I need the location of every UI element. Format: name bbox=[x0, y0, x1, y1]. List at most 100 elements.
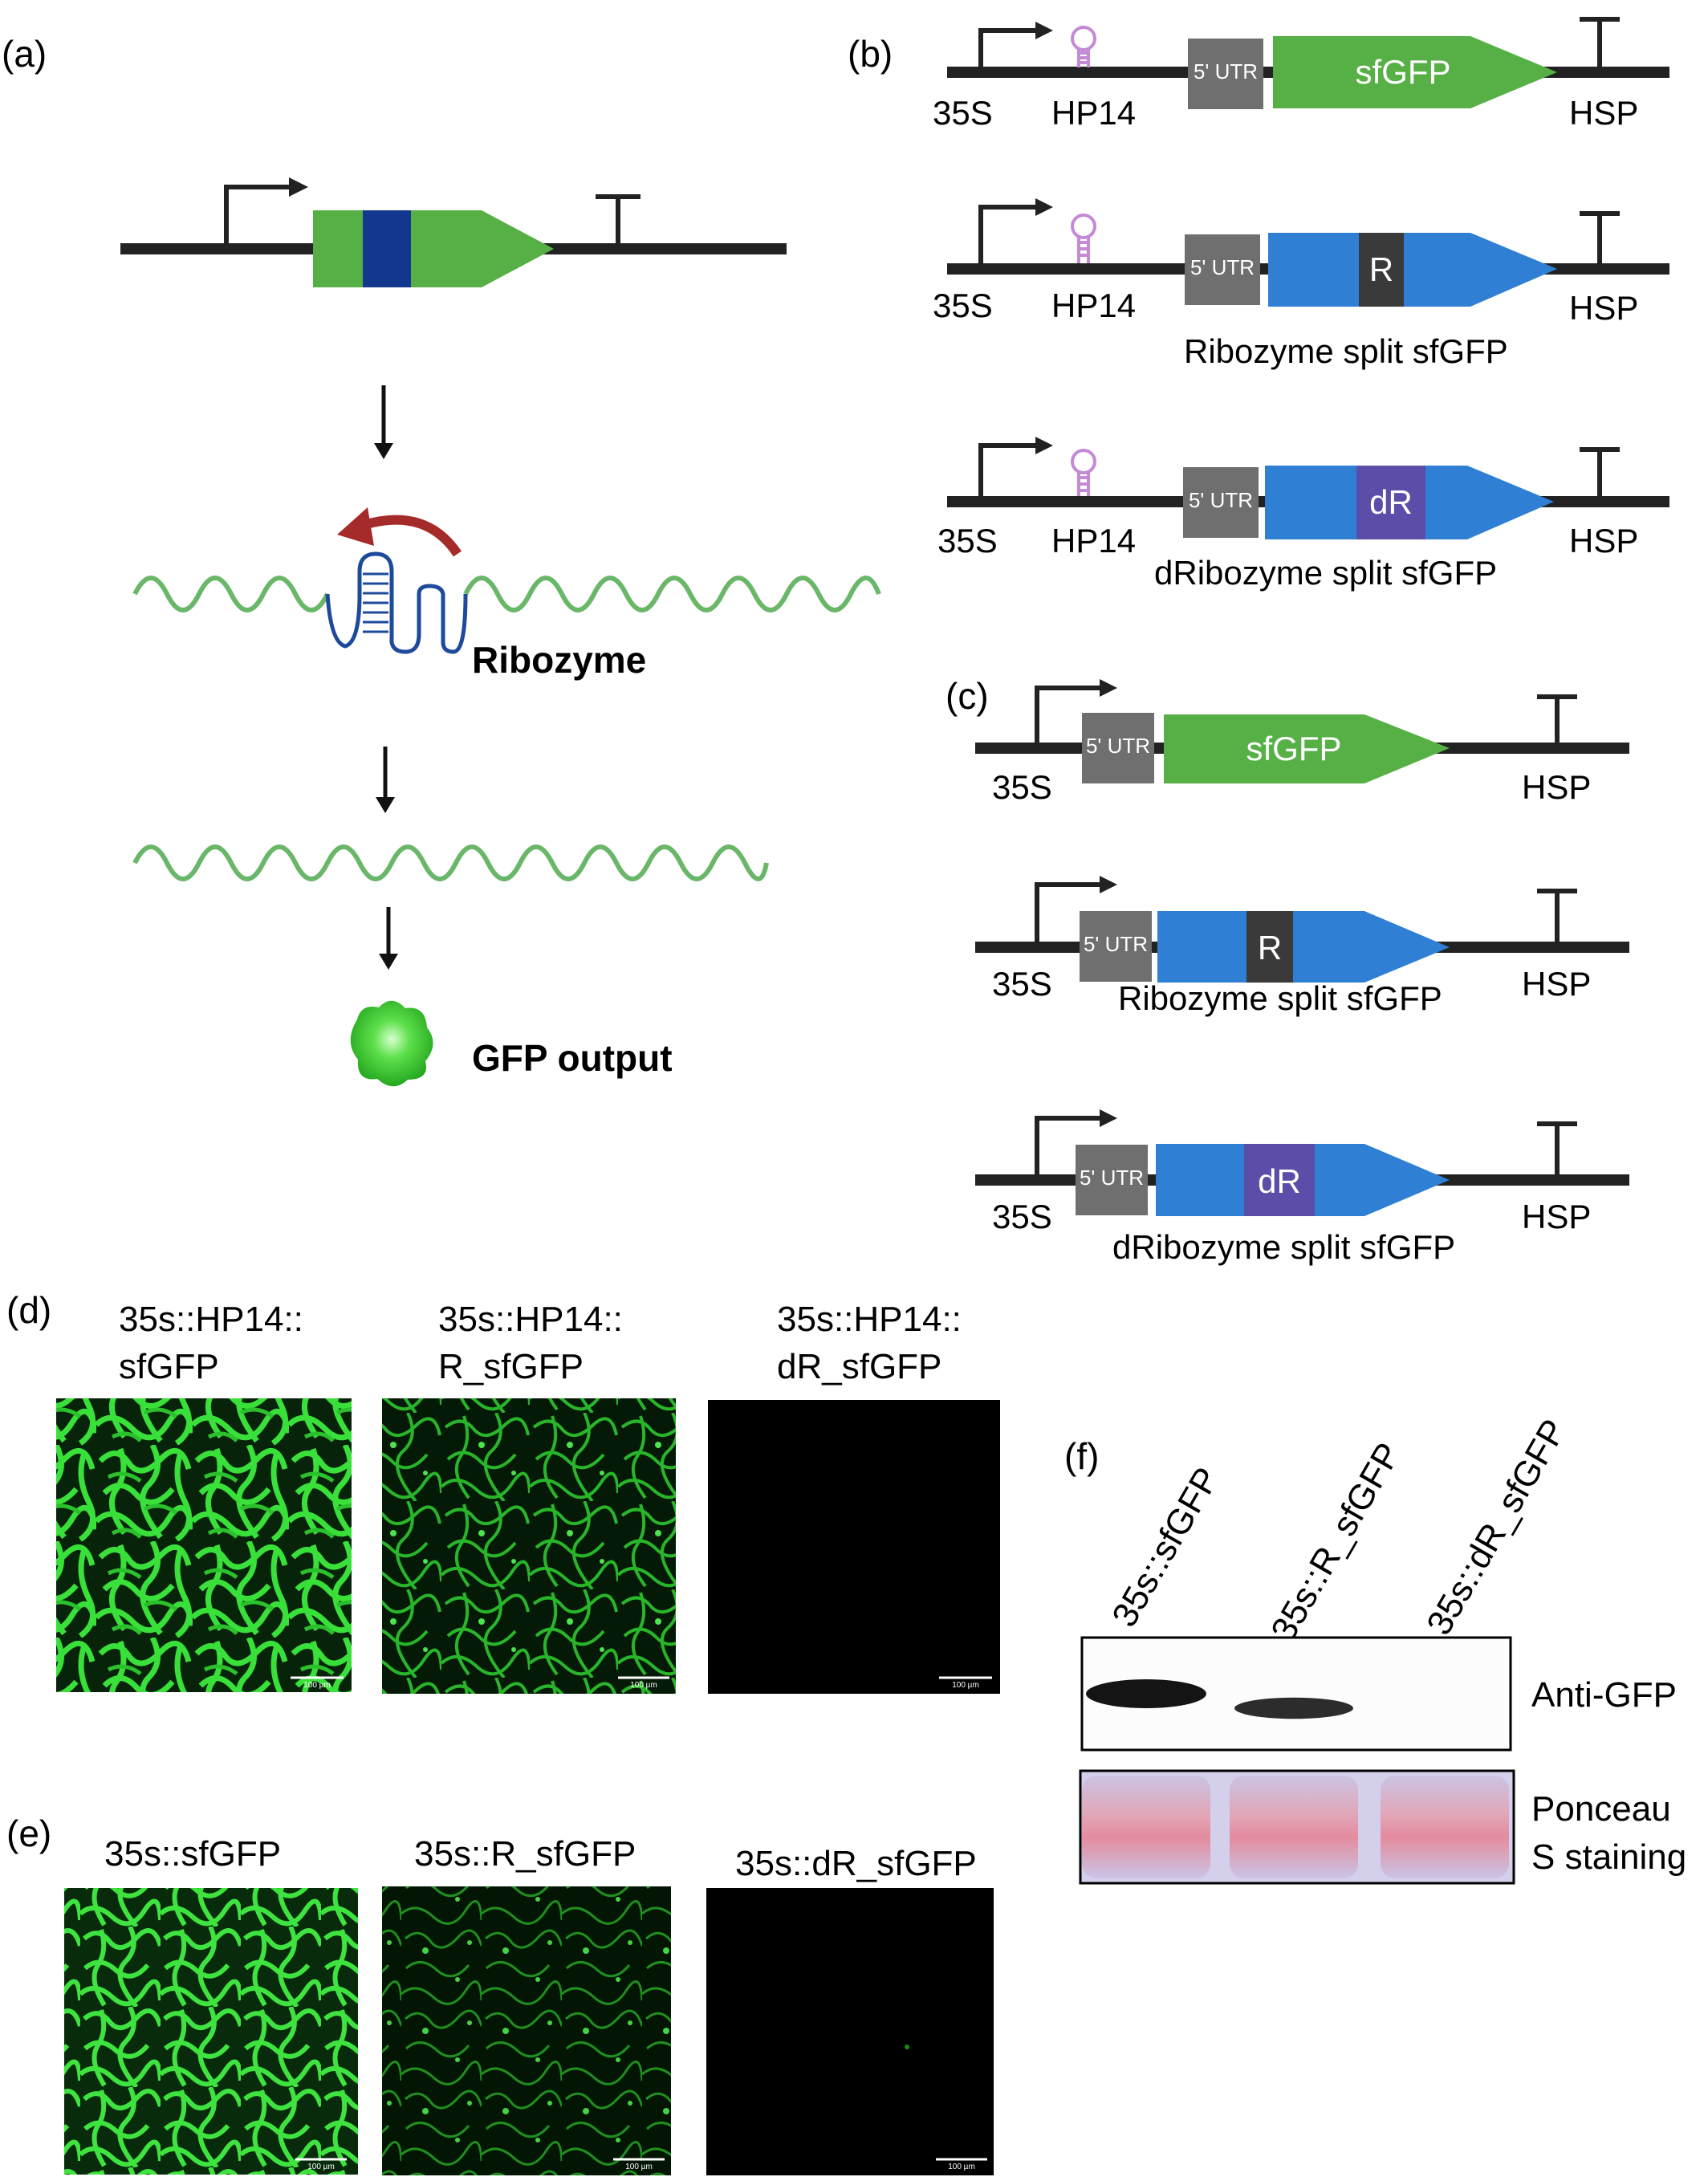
c3-promoter-arrow bbox=[1035, 1116, 1100, 1180]
c2-promoter-arrowhead bbox=[1100, 876, 1117, 893]
c2-utr-label: 5' UTR bbox=[1084, 932, 1148, 956]
b2-terminator bbox=[1580, 211, 1620, 269]
panel-d-label: (d) bbox=[6, 1289, 51, 1331]
d1-title-line2: sfGFP bbox=[119, 1347, 219, 1386]
b1-utr-label: 5' UTR bbox=[1194, 59, 1258, 83]
a-terminator bbox=[596, 194, 640, 249]
b-construct-3: 5' UTR dR 35S HP14 HSP dRibozyme split s… bbox=[937, 437, 1669, 592]
b2-insert-box bbox=[1359, 233, 1404, 307]
c1-utr-label: 5' UTR bbox=[1086, 734, 1150, 758]
c3-utr-box bbox=[1076, 1145, 1148, 1215]
e2-title: 35s::R_sfGFP bbox=[414, 1834, 636, 1874]
c2-gene-body bbox=[1157, 911, 1450, 983]
f-lane-label-3: 35s::dR_sfGFP bbox=[1419, 1413, 1574, 1642]
a-ribozyme-insert bbox=[363, 210, 411, 287]
a-gfp-output-label: GFP output bbox=[472, 1037, 673, 1079]
b2-hairpin-label: HP14 bbox=[1051, 287, 1136, 324]
b3-insert-box bbox=[1356, 466, 1425, 539]
c1-terminator-label: HSP bbox=[1522, 768, 1591, 806]
c2-caption: Ribozyme split sfGFP bbox=[1118, 979, 1442, 1017]
c3-utr-label: 5' UTR bbox=[1080, 1166, 1144, 1190]
a-arrow-1-head bbox=[374, 443, 393, 459]
a-mrna-wave-left bbox=[132, 576, 330, 612]
b2-terminator-label: HSP bbox=[1569, 289, 1638, 327]
a-ribozyme-hairpin bbox=[325, 551, 468, 654]
a-cleavage-arrowhead bbox=[337, 507, 374, 546]
b1-promoter-label: 35S bbox=[933, 94, 993, 132]
b1-hairpin-label: HP14 bbox=[1051, 94, 1136, 132]
b3-hairpin-label: HP14 bbox=[1051, 522, 1136, 559]
c1-gene-body bbox=[1164, 714, 1450, 783]
f-blot2-label-line2: S staining bbox=[1531, 1837, 1686, 1877]
c-construct-1: 5' UTR sfGFP 35S HSP bbox=[975, 679, 1629, 806]
b3-promoter-label: 35S bbox=[937, 522, 998, 559]
d3-micrograph bbox=[708, 1400, 1000, 1694]
c1-promoter-arrowhead bbox=[1100, 679, 1117, 697]
d1-scale-label: 100 µm bbox=[303, 1681, 331, 1690]
panel-c: (c) 5' UTR sfGFP 35S HSP 5' UTR R 35S bbox=[946, 675, 1629, 1266]
c2-promoter-label: 35S bbox=[992, 965, 1052, 1003]
b3-caption: dRibozyme split sfGFP bbox=[1154, 554, 1497, 592]
blot-band-2 bbox=[1234, 1697, 1353, 1719]
panel-b: (b) 5' UTR sfGFP 35S HP14 HSP bbox=[848, 17, 1669, 592]
d3-scale-label: 100 µm bbox=[952, 1681, 979, 1690]
b1-gene-body bbox=[1273, 36, 1557, 108]
ponceau-lane-1 bbox=[1082, 1776, 1210, 1878]
b3-terminator-label: HSP bbox=[1569, 522, 1638, 559]
b1-utr-box bbox=[1188, 39, 1263, 109]
d2-title-line1: 35s::HP14:: bbox=[438, 1300, 623, 1339]
panel-d: (d) 35s::HP14:: sfGFP 100 µm 35s::HP14::… bbox=[6, 1289, 1000, 1694]
f-blot1-label: Anti-GFP bbox=[1531, 1675, 1677, 1715]
d3-title-line1: 35s::HP14:: bbox=[777, 1300, 962, 1339]
b1-terminator bbox=[1580, 17, 1620, 72]
b2-promoter-arrowhead bbox=[1035, 198, 1053, 216]
c3-terminator-label: HSP bbox=[1522, 1198, 1591, 1235]
e3-title: 35s::dR_sfGFP bbox=[735, 1844, 977, 1883]
c-construct-2: 5' UTR R 35S HSP Ribozyme split sfGFP bbox=[975, 876, 1629, 1017]
a-arrow-2-head bbox=[376, 797, 395, 813]
d1-title-line1: 35s::HP14:: bbox=[119, 1300, 303, 1339]
panel-b-label: (b) bbox=[848, 33, 893, 75]
b2-utr-box bbox=[1185, 234, 1260, 305]
c2-utr-box bbox=[1080, 911, 1152, 982]
b2-caption: Ribozyme split sfGFP bbox=[1184, 332, 1508, 370]
c2-promoter-arrow bbox=[1035, 882, 1100, 947]
c1-utr-box bbox=[1082, 713, 1154, 783]
panel-a: (a) Ribozyme GFP output bbox=[2, 33, 881, 1087]
panel-e-label: (e) bbox=[6, 1813, 51, 1854]
e3-micrograph bbox=[706, 1888, 994, 2175]
ponceau-lane-3 bbox=[1381, 1776, 1509, 1878]
b-construct-1: 5' UTR sfGFP 35S HP14 HSP bbox=[933, 17, 1669, 132]
c3-insert-label: dR bbox=[1258, 1162, 1301, 1200]
b2-promoter-label: 35S bbox=[933, 287, 993, 324]
a-cleaved-mrna-wave bbox=[132, 844, 769, 881]
panel-a-label: (a) bbox=[2, 33, 47, 75]
b3-terminator bbox=[1580, 447, 1620, 502]
e1-micrograph bbox=[64, 1888, 358, 2175]
b3-utr-label: 5' UTR bbox=[1189, 488, 1253, 512]
a-ribozyme-stem bbox=[363, 572, 388, 633]
b3-insert-label: dR bbox=[1369, 483, 1413, 521]
d1-micrograph bbox=[56, 1398, 352, 1692]
d2-scale-label: 100 µm bbox=[630, 1681, 657, 1690]
e2-micrograph bbox=[382, 1886, 671, 2175]
c2-terminator-label: HSP bbox=[1522, 965, 1591, 1003]
b2-promoter-arrow bbox=[978, 205, 1035, 269]
e1-scale-label: 100 µm bbox=[307, 2163, 335, 2171]
panel-f: (f) 35s::sfGFP 35s::R_sfGFP 35s::dR_sfGF… bbox=[1064, 1413, 1686, 1885]
c1-promoter-label: 35S bbox=[992, 768, 1052, 806]
a-ribozyme-label: Ribozyme bbox=[472, 639, 646, 681]
d2-micrograph bbox=[382, 1398, 676, 1694]
panel-f-label: (f) bbox=[1064, 1435, 1099, 1477]
c3-insert-box bbox=[1244, 1144, 1315, 1216]
a-promoter-arrow bbox=[224, 185, 289, 249]
hairpin-icon bbox=[1071, 449, 1096, 496]
c3-promoter-label: 35S bbox=[992, 1198, 1052, 1235]
b1-promoter-arrowhead bbox=[1035, 22, 1053, 39]
ponceau-lane-2 bbox=[1230, 1776, 1358, 1878]
b3-utr-box bbox=[1183, 467, 1259, 538]
e2-scale-label: 100 µm bbox=[625, 2163, 653, 2171]
e3-scale-label: 100 µm bbox=[948, 2163, 975, 2171]
c2-insert-label: R bbox=[1258, 929, 1282, 966]
